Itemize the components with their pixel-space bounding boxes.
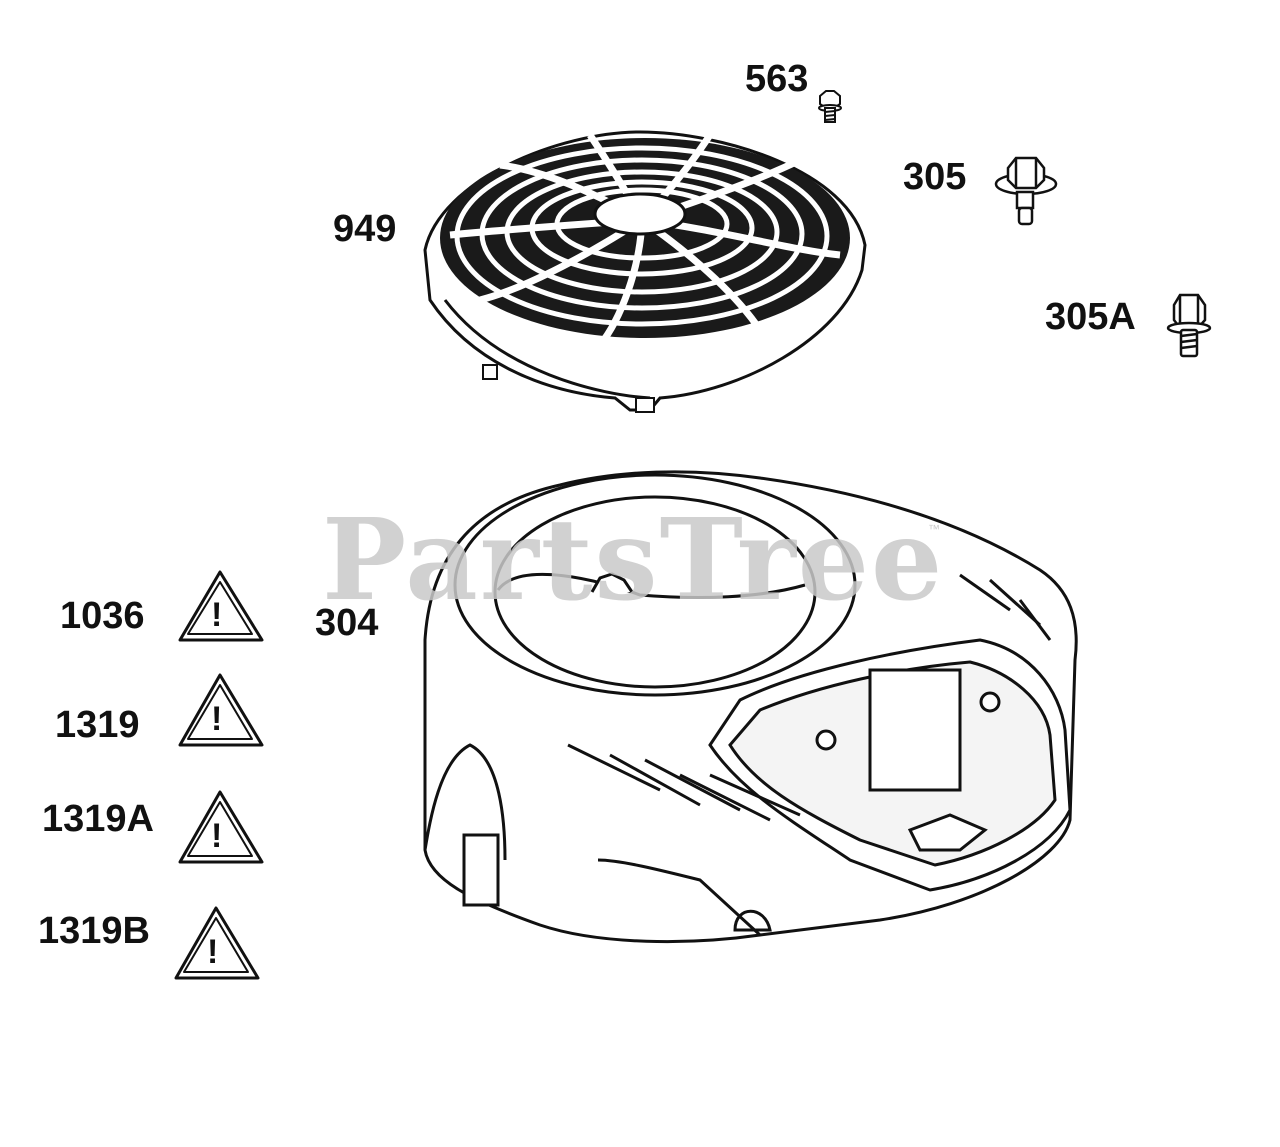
warning-triangle-icon-1319a[interactable] [178, 790, 264, 864]
part-label-949[interactable]: 949 [333, 208, 397, 250]
warning-glyph-1036: ! [211, 596, 223, 634]
warning-triangle-icon-1036[interactable] [178, 570, 264, 642]
part-label-1319a[interactable]: 1319A [42, 798, 154, 840]
part-label-1319b[interactable]: 1319B [38, 910, 150, 952]
watermark-trademark: ™ [928, 522, 940, 536]
part-label-304[interactable]: 304 [315, 602, 379, 644]
part-label-1319[interactable]: 1319 [55, 704, 140, 746]
part-label-305[interactable]: 305 [903, 156, 967, 198]
part-563-bolt-icon[interactable] [818, 90, 842, 123]
part-label-1036[interactable]: 1036 [60, 595, 145, 637]
warning-glyph-1319b: ! [207, 933, 219, 971]
warning-triangle-icon-1319b[interactable] [174, 906, 260, 980]
part-305-bolt-icon[interactable] [994, 156, 1058, 226]
partstree-watermark: PartsTree [322, 495, 945, 626]
part-949-fan-screen-icon[interactable] [423, 130, 867, 413]
part-305a-bolt-icon[interactable] [1166, 293, 1212, 358]
part-label-305a[interactable]: 305A [1045, 296, 1136, 338]
part-label-563[interactable]: 563 [745, 58, 809, 100]
warning-glyph-1319: ! [211, 700, 223, 738]
part-304-blower-housing-icon[interactable] [423, 470, 1078, 944]
warning-triangle-icon-1319[interactable] [178, 673, 264, 747]
warning-glyph-1319a: ! [211, 817, 223, 855]
